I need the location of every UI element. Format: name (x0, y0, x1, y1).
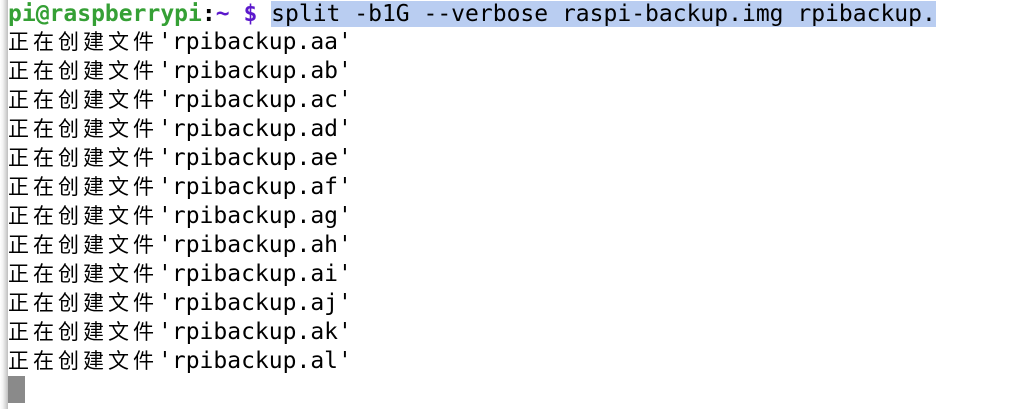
prompt-line: pi@raspberrypi:~ $ split -b1G --verbose … (8, 0, 1015, 28)
output-filename: 'rpibackup.af' (158, 174, 352, 200)
cursor-line (8, 376, 1015, 405)
output-message: 正在创建文件 (8, 204, 158, 228)
output-message: 正在创建文件 (8, 233, 158, 257)
output-message: 正在创建文件 (8, 262, 158, 286)
output-message: 正在创建文件 (8, 117, 158, 141)
clipped-glyph-sliver (0, 65, 7, 77)
clipped-glyph-sliver (0, 326, 7, 338)
output-message: 正在创建文件 (8, 175, 158, 199)
output-message: 正在创建文件 (8, 30, 158, 54)
clipped-glyph-sliver (0, 36, 7, 48)
output-filename: 'rpibackup.ah' (158, 232, 352, 258)
clipped-glyph-sliver (0, 181, 7, 193)
output-message: 正在创建文件 (8, 59, 158, 83)
clipped-glyph-sliver (0, 94, 7, 106)
clipped-glyph-sliver (0, 297, 7, 309)
prompt-path: ~ (215, 1, 230, 27)
prompt-user-host: pi@raspberrypi (8, 1, 202, 27)
output-line: 正在创建文件'rpibackup.aj' (8, 289, 1015, 318)
output-filename: 'rpibackup.ai' (158, 261, 352, 287)
prompt-separator: : (201, 1, 216, 27)
output-filename: 'rpibackup.aa' (158, 29, 352, 55)
output-line: 正在创建文件'rpibackup.ad' (8, 115, 1015, 144)
prompt-gap (257, 1, 271, 27)
output-filename: 'rpibackup.aj' (158, 290, 352, 316)
output-filename: 'rpibackup.ac' (158, 87, 352, 113)
clipped-glyph-sliver (0, 123, 7, 135)
output-filename: 'rpibackup.ak' (158, 319, 352, 345)
terminal-screen[interactable]: pi@raspberrypi:~ $ split -b1G --verbose … (8, 0, 1015, 409)
output-line: 正在创建文件'rpibackup.ac' (8, 86, 1015, 115)
output-line: 正在创建文件'rpibackup.ae' (8, 144, 1015, 173)
output-filename: 'rpibackup.ad' (158, 116, 352, 142)
output-line: 正在创建文件'rpibackup.ab' (8, 57, 1015, 86)
output-line: 正在创建文件'rpibackup.aa' (8, 28, 1015, 57)
output-message: 正在创建文件 (8, 88, 158, 112)
clipped-glyph-sliver (0, 268, 7, 280)
output-filename: 'rpibackup.ae' (158, 145, 352, 171)
command-input-selected[interactable]: split -b1G --verbose raspi-backup.img rp… (271, 1, 936, 27)
output-line: 正在创建文件'rpibackup.af' (8, 173, 1015, 202)
output-line: 正在创建文件'rpibackup.al' (8, 347, 1015, 376)
output-message: 正在创建文件 (8, 320, 158, 344)
output-filename: 'rpibackup.al' (158, 348, 352, 374)
output-line: 正在创建文件'rpibackup.ag' (8, 202, 1015, 231)
clipped-glyph-sliver (0, 239, 7, 251)
clipped-glyph-sliver (0, 210, 7, 222)
output-line: 正在创建文件'rpibackup.ah' (8, 231, 1015, 260)
output-message: 正在创建文件 (8, 291, 158, 315)
prompt-space (230, 1, 244, 27)
output-line: 正在创建文件'rpibackup.ai' (8, 260, 1015, 289)
output-filename: 'rpibackup.ab' (158, 58, 352, 84)
terminal-left-edge-sliver (0, 0, 8, 409)
text-cursor[interactable] (8, 376, 25, 403)
output-message: 正在创建文件 (8, 146, 158, 170)
prompt-dollar-symbol: $ (243, 1, 258, 27)
output-filename: 'rpibackup.ag' (158, 203, 352, 229)
clipped-glyph-sliver (0, 152, 7, 164)
output-line: 正在创建文件'rpibackup.ak' (8, 318, 1015, 347)
output-message: 正在创建文件 (8, 349, 158, 373)
